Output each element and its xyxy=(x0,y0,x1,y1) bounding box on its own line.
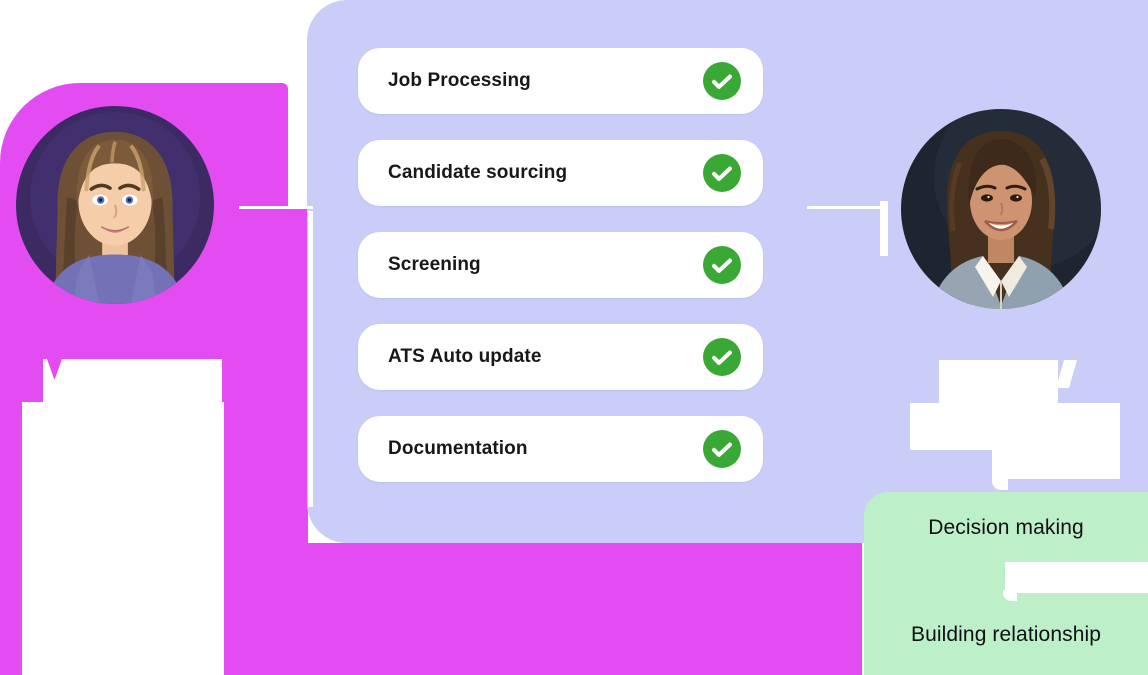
task-label: Screening xyxy=(388,254,481,275)
task-row-documentation: Documentation xyxy=(358,416,763,482)
task-label: ATS Auto update xyxy=(388,346,542,367)
human-task-decision-making: Decision making xyxy=(928,516,1084,539)
task-row-ats-auto-update: ATS Auto update xyxy=(358,324,763,390)
human-recruiter-photo xyxy=(901,109,1101,309)
task-label: Job Processing xyxy=(388,70,531,91)
check-circle-icon xyxy=(703,338,741,376)
check-circle-icon xyxy=(703,430,741,468)
check-circle-icon xyxy=(703,62,741,100)
human-tasks-card: Decision making Building relationship xyxy=(864,492,1148,675)
task-label: Documentation xyxy=(388,438,528,459)
right-heading-masked-descender xyxy=(992,477,1008,490)
task-row-job-processing: Job Processing xyxy=(358,48,763,114)
task-label: Candidate sourcing xyxy=(388,162,568,183)
task-row-screening: Screening xyxy=(358,232,763,298)
connector-line-left xyxy=(239,206,313,209)
recruiter-portrait-illustration xyxy=(901,109,1101,309)
ai-assistant-avatar xyxy=(16,106,214,304)
right-heading-masked-line-1 xyxy=(939,360,1058,403)
connector-line-right xyxy=(807,206,881,209)
human-task-building-relationship: Building relationship xyxy=(910,623,1102,646)
panel-gap-divider xyxy=(308,211,313,507)
left-profile-card-masked xyxy=(22,402,224,675)
human-task-masked-row xyxy=(1005,562,1148,593)
connector-end-cap xyxy=(880,201,888,256)
human-task-masked-descender xyxy=(1003,590,1017,601)
right-heading-masked-line-3 xyxy=(992,450,1120,479)
task-row-candidate-sourcing: Candidate sourcing xyxy=(358,140,763,206)
left-profile-heading-masked-text xyxy=(43,359,222,403)
right-heading-masked-line-2 xyxy=(910,403,1120,450)
cartoon-woman-illustration xyxy=(16,106,214,304)
check-circle-icon xyxy=(703,246,741,284)
check-circle-icon xyxy=(703,154,741,192)
